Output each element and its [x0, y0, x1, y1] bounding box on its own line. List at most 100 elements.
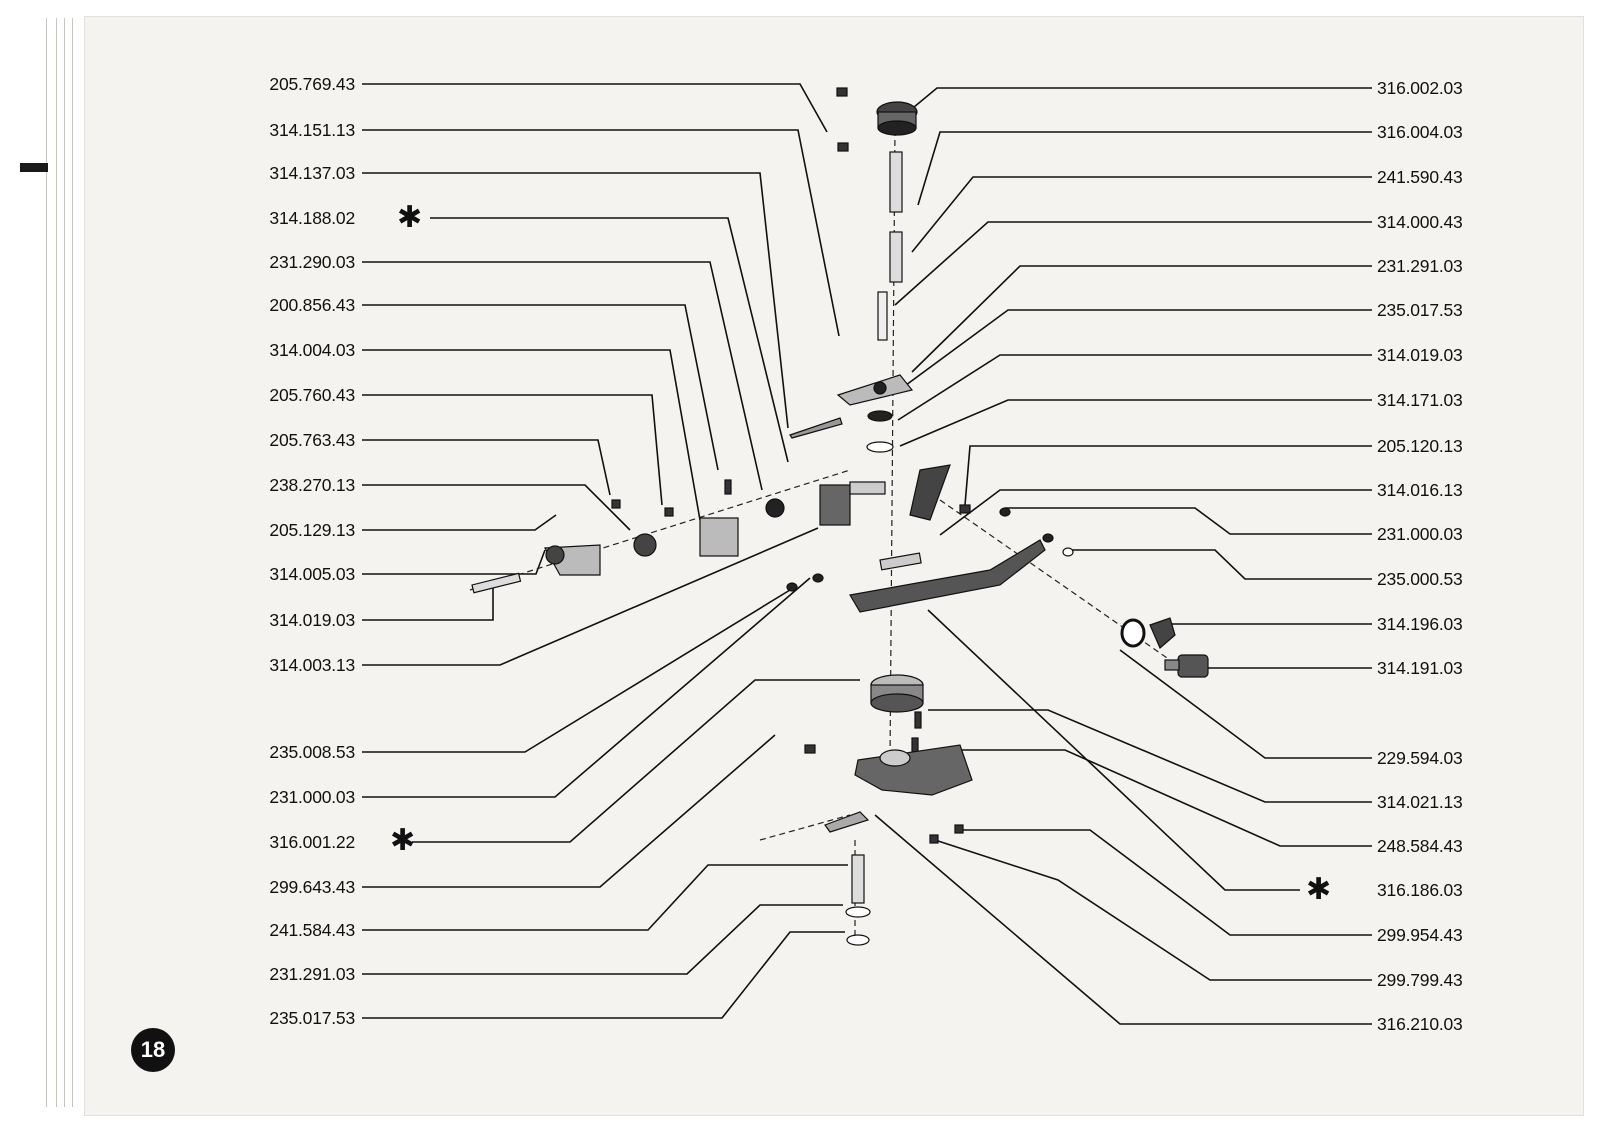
leader-line: [1005, 507, 1372, 535]
part-number-label: 316.186.03: [1377, 880, 1463, 900]
thumb-screw: [1177, 654, 1209, 678]
part-number-label: 316.210.03: [1377, 1014, 1463, 1034]
part-number-label: 316.004.03: [1377, 122, 1463, 142]
adjuster-plate: [1149, 617, 1176, 649]
part-number-label: 235.000.53: [1377, 569, 1463, 589]
pin: [879, 552, 922, 571]
leader-line: [412, 679, 860, 843]
part-number-label: 200.856.43: [269, 295, 355, 315]
washer: [786, 582, 798, 592]
leader-line: [362, 439, 611, 496]
screw: [836, 87, 848, 97]
long-lever: [849, 539, 1046, 613]
part-number-label: 314.019.03: [1377, 345, 1463, 365]
shaft: [889, 151, 903, 213]
washer: [867, 410, 893, 422]
machine-parts: [471, 87, 1209, 946]
screw: [611, 499, 621, 509]
part-number-label: 238.270.13: [269, 475, 355, 495]
part-number-label: 205.129.13: [269, 520, 355, 540]
index-tab-mark: [20, 163, 48, 172]
page-number-badge: 18: [131, 1028, 175, 1072]
leader-line: [897, 354, 1372, 421]
part-number-label: 314.016.13: [1377, 480, 1463, 500]
sheet-edge: [56, 18, 57, 1107]
part-number-label: 231.291.03: [1377, 256, 1463, 276]
shaft: [889, 231, 903, 283]
part-number-label: 314.000.43: [1377, 212, 1463, 232]
pointer-pin: [789, 417, 843, 439]
part-number-label: 299.643.43: [269, 877, 355, 897]
assembly-axis: [759, 814, 851, 841]
thumb-screw: [1164, 659, 1180, 671]
part-number-label: 205.763.43: [269, 430, 355, 450]
part-number-label: 205.120.13: [1377, 436, 1463, 456]
screw: [804, 744, 816, 754]
part-number-label: 314.019.03: [269, 610, 355, 630]
part-number-label: 314.191.03: [1377, 658, 1463, 678]
leader-line: [362, 83, 828, 133]
sector-cam: [879, 749, 911, 767]
assembly-axes: [469, 129, 1171, 935]
link-plate: [873, 381, 887, 395]
part-number-label: 235.008.53: [269, 742, 355, 762]
leader-line: [362, 904, 843, 975]
eye-pin: [824, 811, 870, 833]
part-number-label: 205.760.43: [269, 385, 355, 405]
part-number-label: 241.584.43: [269, 920, 355, 940]
part-number-label: 235.017.53: [269, 1008, 355, 1028]
leader-line: [362, 304, 719, 471]
leader-line: [901, 309, 1372, 389]
part-number-label: 314.196.03: [1377, 614, 1463, 634]
part-number-label: 248.584.43: [1377, 836, 1463, 856]
leader-line: [911, 176, 1372, 253]
screw: [837, 142, 849, 152]
washer: [846, 934, 870, 946]
clamp-block: [699, 517, 739, 557]
part-number-label: 316.001.22: [269, 832, 355, 852]
asterisk-icon: ✱: [390, 823, 416, 858]
washer: [1062, 547, 1074, 557]
leader-line: [928, 709, 1372, 803]
part-number-label: 205.769.43: [269, 74, 355, 94]
leader-line: [964, 445, 1372, 506]
pin: [914, 711, 922, 729]
part-number-label: 231.290.03: [269, 252, 355, 272]
washer: [1120, 618, 1146, 648]
leader-line: [362, 484, 631, 531]
crank-arm: [909, 464, 951, 521]
leader-line: [960, 749, 1372, 847]
part-number-label: 314.021.13: [1377, 792, 1463, 812]
leader-line: [899, 399, 1372, 447]
washer: [866, 441, 894, 453]
asterisk-icon: ✱: [397, 200, 423, 235]
leader-line: [1065, 549, 1372, 580]
leader-line: [362, 394, 663, 506]
shaft: [471, 572, 522, 594]
part-number-label: 316.002.03: [1377, 78, 1463, 98]
screw: [724, 479, 732, 495]
assembly-axis: [469, 469, 851, 591]
leader-line: [362, 589, 791, 753]
leader-line: [934, 839, 1372, 981]
part-number-label: 231.291.03: [269, 964, 355, 984]
leader-line: [362, 129, 840, 337]
part-number-label: 314.003.13: [269, 655, 355, 675]
leader-line: [362, 349, 701, 521]
washer: [765, 498, 785, 518]
washer: [812, 573, 824, 583]
leader-line: [907, 87, 1372, 113]
sheet-edge: [46, 18, 47, 1107]
bevel-gear: [877, 120, 917, 136]
leader-line: [362, 734, 776, 888]
leader-line: [362, 864, 848, 931]
screw: [959, 504, 971, 514]
leader-line: [911, 265, 1372, 373]
part-number-label: 314.004.03: [269, 340, 355, 360]
part-number-label: 314.137.03: [269, 163, 355, 183]
screw: [954, 824, 964, 834]
leader-line: [917, 131, 1372, 206]
part-number-label: 231.000.03: [269, 787, 355, 807]
